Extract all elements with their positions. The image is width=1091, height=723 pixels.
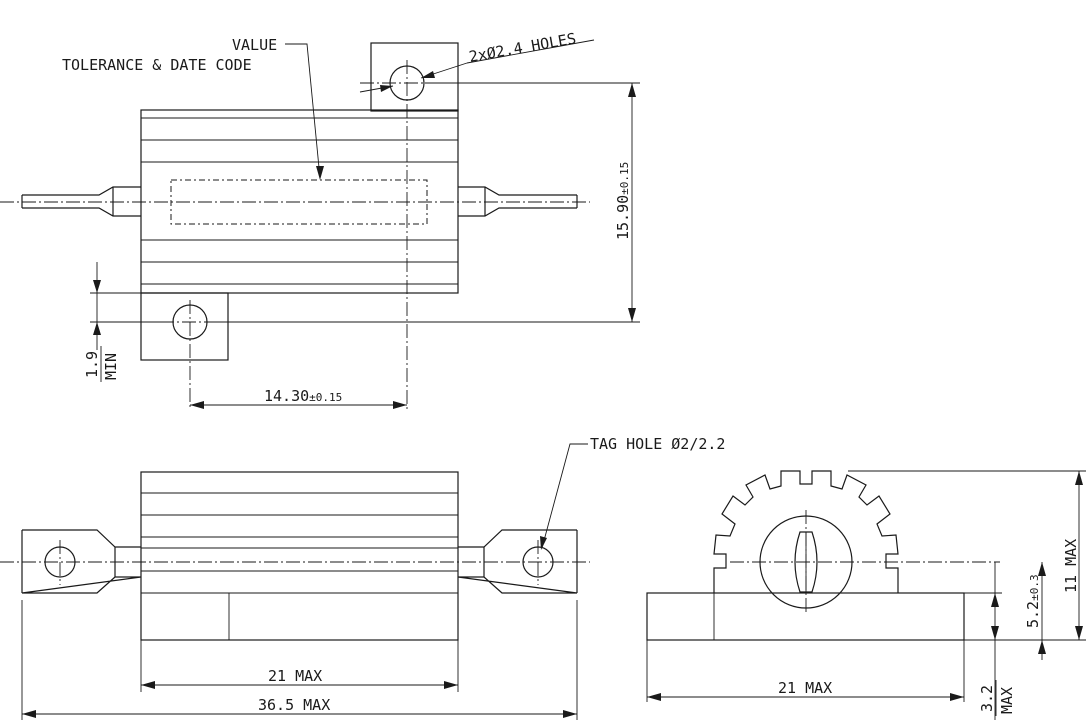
right-tag [457, 529, 578, 594]
body-fins [141, 117, 458, 285]
left-tag [21, 529, 142, 594]
overall-length-label: 36.5 MAX [258, 696, 330, 714]
top-view: 15.90±0.15 1.9 MIN 14.30±0.15 VALUE TOLE… [0, 29, 640, 410]
holes-label: 2xØ2.4 HOLES [468, 29, 578, 66]
tag-hole-label: TAG HOLE Ø2/2.2 [590, 435, 725, 453]
body-length-label: 21 MAX [268, 667, 322, 685]
min-dimension-value: 1.9 [83, 351, 101, 378]
base-height-unit: MAX [998, 687, 1016, 714]
hole-spacing-label: 14.30±0.15 [264, 387, 342, 405]
top-mounting-tab [370, 42, 459, 112]
tolerance-date-label: TOLERANCE & DATE CODE [62, 56, 252, 74]
bottom-mounting-tab [140, 292, 229, 361]
axis-height-label: 5.2±0.3 [1024, 574, 1042, 628]
side-body [140, 471, 459, 641]
end-width-label: 21 MAX [778, 679, 832, 697]
end-base [646, 592, 965, 641]
base-height-value: 3.2 [978, 685, 996, 712]
right-lead [458, 186, 578, 217]
resistor-body [140, 109, 459, 294]
side-fins [141, 492, 458, 640]
side-view: TAG HOLE Ø2/2.2 21 MAX 36.5 MAX [0, 435, 725, 720]
min-dimension-unit: MIN [102, 353, 120, 380]
end-finned-profile [713, 470, 899, 593]
left-lead [21, 186, 141, 217]
total-height-label: 11 MAX [1062, 539, 1080, 593]
value-label: VALUE [232, 36, 277, 54]
height-dimension-label: 15.90±0.15 [614, 162, 632, 240]
end-view: 21 MAX 11 MAX 5.2±0.3 3.2 MAX [646, 470, 1086, 720]
